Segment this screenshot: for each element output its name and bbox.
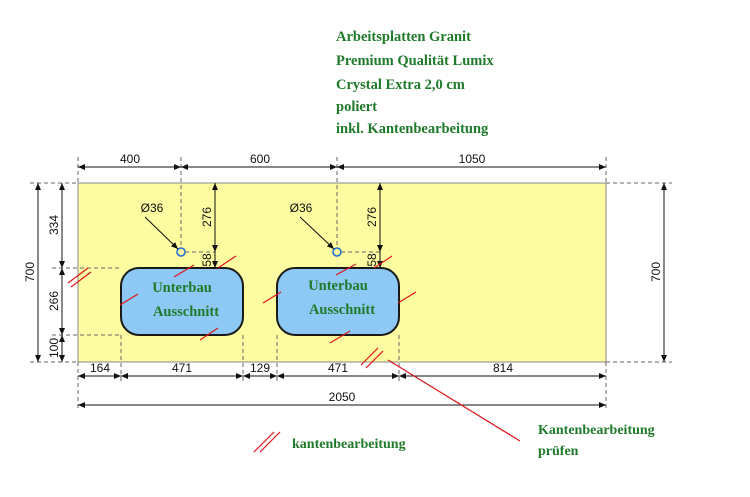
dim-bottom-3: 129 — [250, 361, 270, 375]
hole-2-offset: 276 — [365, 207, 379, 227]
legend-check-line-2: prüfen — [538, 444, 579, 459]
cutout-2-line2: Ausschnitt — [309, 302, 375, 318]
dimension-lines — [35, 164, 667, 408]
dim-left-segment-3: 100 — [47, 338, 61, 358]
dim-right-total: 700 — [649, 262, 663, 282]
title-line-3: Crystal Extra 2,0 cm — [336, 77, 465, 93]
dim-top-3: 1050 — [459, 152, 486, 166]
hole-2-diameter: Ø36 — [290, 201, 313, 215]
dim-left-segment-2: 266 — [47, 291, 61, 311]
hole-2-gap: 58 — [365, 253, 379, 267]
extension-lines — [30, 157, 672, 410]
dim-top-2: 600 — [250, 152, 270, 166]
title-line-2: Premium Qualität Lumix — [336, 53, 494, 69]
hole-1-diameter: Ø36 — [141, 201, 164, 215]
legend-edge-label: kantenbearbeitung — [292, 437, 406, 452]
dim-left-segment-1: 334 — [47, 215, 61, 235]
dim-left-total: 700 — [23, 262, 37, 282]
hole-1-offset: 276 — [200, 207, 214, 227]
cutout-2-line1: Unterbau — [308, 278, 368, 294]
dim-total: 2050 — [329, 390, 356, 404]
hole-1-gap: 58 — [200, 253, 214, 267]
cutout-1-line1: Unterbau — [152, 280, 212, 296]
title-line-5: inkl. Kantenbearbeitung — [336, 121, 489, 137]
dim-bottom-5: 814 — [493, 361, 513, 375]
dim-bottom-2: 471 — [172, 361, 192, 375]
dim-bottom-1: 164 — [90, 361, 110, 375]
dim-top-1: 400 — [120, 152, 140, 166]
edge-marks — [67, 255, 521, 453]
cutout-1-line2: Ausschnitt — [153, 304, 219, 320]
title-line-4: poliert — [336, 99, 378, 115]
cutout-1 — [120, 267, 244, 336]
cutout-2 — [276, 267, 400, 336]
title-line-1: Arbeitsplatten Granit — [336, 29, 471, 45]
dim-bottom-4: 471 — [328, 361, 348, 375]
legend-check-line-1: Kantenbearbeitung — [538, 423, 655, 438]
